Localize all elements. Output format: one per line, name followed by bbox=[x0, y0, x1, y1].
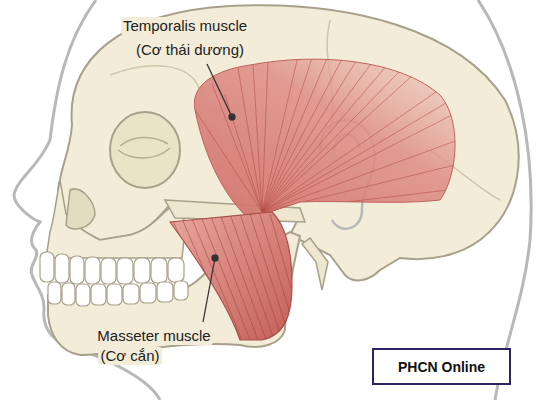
part-label: (Cơ cắn) bbox=[98, 347, 161, 365]
box-text: PHCN Online bbox=[398, 359, 485, 375]
part-label: Temporalis muscle bbox=[121, 17, 249, 35]
head-outline bbox=[14, 0, 531, 400]
leader-line bbox=[203, 64, 235, 322]
upper-teeth bbox=[40, 252, 184, 284]
orbit bbox=[110, 112, 180, 188]
part-label: Masseter muscle bbox=[95, 327, 212, 345]
mastoid bbox=[302, 238, 328, 290]
closed-eye bbox=[118, 137, 170, 158]
nasal-cavity bbox=[66, 189, 95, 229]
lower-teeth bbox=[48, 281, 188, 306]
maxilla bbox=[46, 180, 186, 258]
part-label: (Cơ thái dương) bbox=[134, 41, 246, 59]
masseter-muscle bbox=[170, 212, 300, 345]
watermark-box: PHCN Online bbox=[372, 348, 511, 385]
temporalis-muscle bbox=[194, 55, 458, 215]
